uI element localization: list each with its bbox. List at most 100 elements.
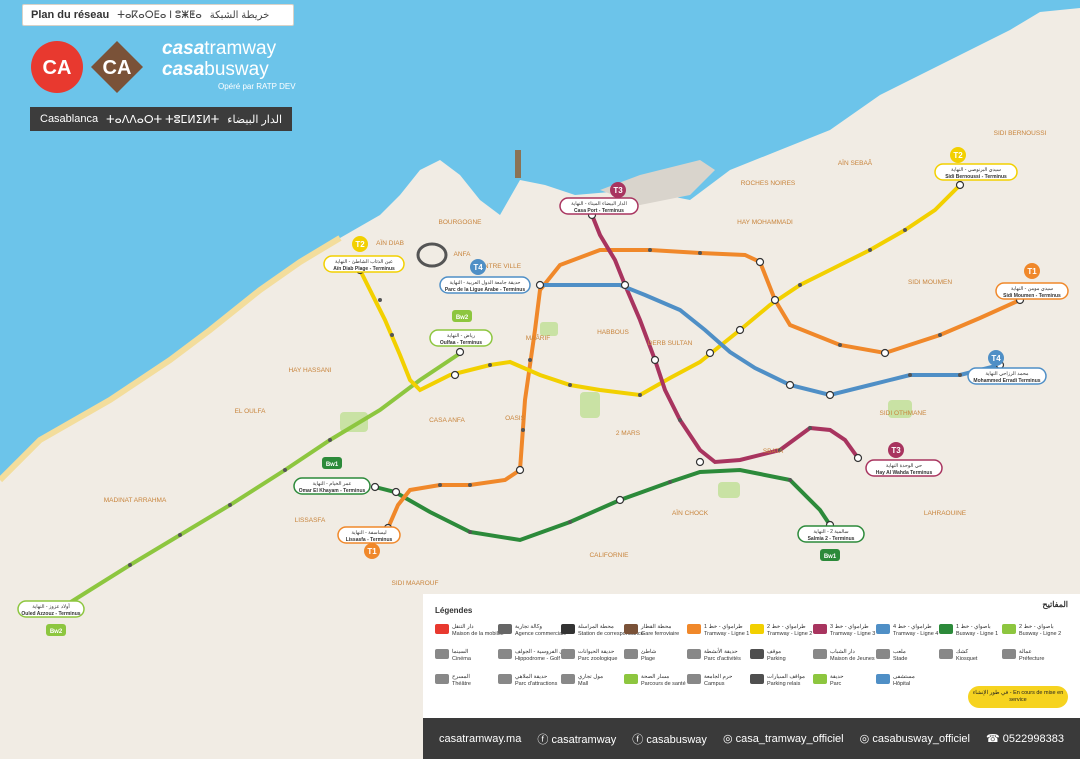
legend-icon — [1002, 649, 1016, 659]
legend-label-fr: Parking — [767, 656, 786, 662]
t2-west-badge: T2 — [355, 240, 365, 249]
website-link[interactable]: casatramway.ma — [439, 732, 522, 745]
legend-label-fr: Parc zoologique — [578, 656, 618, 662]
instagram-tram-link[interactable]: ◎ casa_tramway_officiel — [722, 733, 844, 745]
terminus-t1-east-ar: سيدي مومن - النهاية — [1011, 286, 1053, 292]
legend-label-fr: Tramway - Ligne 1 — [704, 631, 750, 637]
t4-east-badge: T4 — [991, 354, 1001, 363]
terminus-bw2-south-ar: أولاد عزوز - النهاية — [32, 602, 70, 610]
legend-icon — [624, 674, 638, 684]
legend-label-fr: Maison de Jeunes — [830, 656, 875, 662]
legend-label-fr: Parc d'activités — [704, 656, 741, 662]
legend-label-fr: Parc — [830, 681, 842, 687]
legend-label-ar: موقف — [767, 649, 782, 655]
legend-label-ar: طرامواي - خط 1 — [704, 624, 743, 630]
terminus-t1-west-ar: ليساسفة - النهاية — [351, 530, 387, 536]
terminus-t1-east-fr: Sidi Moumen - Terminus — [1003, 293, 1061, 299]
district-label: AÏN CHOCK — [672, 509, 709, 517]
legend-label-ar: حديقة الحيوانات — [578, 649, 615, 655]
terminus-tags: عين الذئاب الشاطئ - النهاية Aïn Diab Pla… — [17, 147, 1069, 636]
district-label: OASIS — [505, 415, 526, 422]
legend-icon — [498, 649, 512, 659]
t4-north-badge: T4 — [473, 263, 483, 272]
legend-icon — [813, 649, 827, 659]
line-t2 — [358, 183, 962, 398]
beach — [0, 235, 342, 483]
legend-label-ar: مواقف السيارات — [767, 674, 805, 680]
legend-icon — [498, 674, 512, 684]
legend-icon — [624, 649, 638, 659]
legend-label-ar: دار الشباب — [830, 649, 855, 655]
district-labels: SIDI BERNOUSSI AÏN SEBAÂ ROCHES NOIRES H… — [104, 130, 1047, 587]
district-label: SIDI MOUMEN — [908, 279, 952, 286]
brand-bus: busway — [204, 59, 269, 80]
district-label: BOURGOGNE — [439, 219, 483, 226]
brand-prefix: casa — [162, 59, 205, 80]
legend-label-fr: Mall — [578, 681, 589, 687]
legend-label-ar: حديقة — [830, 674, 844, 680]
port — [600, 160, 715, 205]
land — [0, 8, 1080, 759]
legend-icon — [876, 649, 890, 659]
terminus-t3-north-fr: Casa Port - Terminus — [574, 208, 624, 214]
city-tifinagh: ⵜⴰⴷⴷⴰⵔⵜ ⵜⵓⵎⵍⵉⵍⵜ — [106, 113, 220, 126]
bw2-south-badge: Bw2 — [50, 629, 63, 635]
legend-label-ar: السينما — [452, 649, 469, 655]
district-label: 2 MARS — [616, 430, 641, 437]
legend-icon — [750, 674, 764, 684]
legend-label-fr: Campus — [704, 681, 725, 687]
legend-label-ar: كشك — [956, 649, 969, 655]
city-fr: Casablanca — [40, 113, 99, 125]
legend-icon — [876, 674, 890, 684]
minor-stations — [128, 228, 962, 567]
instagram-bus-link[interactable]: ◎ casabusway_officiel — [859, 733, 970, 745]
terminus-t2-east-fr: Sidi Bernoussi - Terminus — [945, 174, 1007, 180]
legend-label-fr: Préfecture — [1019, 656, 1045, 662]
line-t1 — [386, 248, 1021, 529]
phone-link[interactable]: ☎ 0522998383 — [986, 733, 1064, 745]
terminus-t2-east-ar: سيدي البرنوصي - النهاية — [951, 167, 1001, 173]
facebook-tram-link[interactable]: ⓕ casatramway — [537, 733, 617, 746]
ig-tram-label: casa_tramway_officiel — [735, 733, 844, 745]
line-bw2 — [53, 350, 464, 614]
ig-bus-label: casabusway_officiel — [872, 733, 970, 745]
legend-label-ar: محطة المراسلة — [578, 624, 614, 630]
terminus-t4-north-fr: Parc de la Ligue Arabe - Terminus — [445, 287, 526, 293]
terminus-bw1-west-ar: عمر الخيام - النهاية — [312, 481, 351, 487]
legend-label-fr: Tramway - Ligne 2 — [767, 631, 813, 637]
legend-label-ar: حديقة الأنشطة — [704, 649, 738, 655]
district-label: ANFA — [454, 251, 472, 258]
legend-icon — [687, 649, 701, 659]
legend-label-ar: شاطئ — [641, 649, 657, 655]
t3-south-badge: T3 — [891, 446, 901, 455]
district-label: LISSASFA — [295, 517, 326, 524]
terminus-bw2-south-fr: Ouled Azzouz - Terminus — [21, 611, 80, 617]
legend-icon — [813, 624, 827, 634]
terminus-t3-north-ar: الدار البيضاء الميناء - النهاية — [571, 201, 627, 207]
legend-label-fr: Théâtre — [452, 681, 471, 687]
t2-east-badge: T2 — [953, 151, 963, 160]
legend-label-ar: وكالة تجارية — [515, 624, 542, 630]
facebook-bus-link[interactable]: ⓕ casabusway — [632, 733, 707, 746]
terminus-bw1-west-fr: Omar El Khayam - Terminus — [299, 488, 366, 494]
district-label: MADINAT ARRAHMA — [104, 497, 167, 504]
legend-label-ar: عمالة — [1019, 649, 1032, 655]
